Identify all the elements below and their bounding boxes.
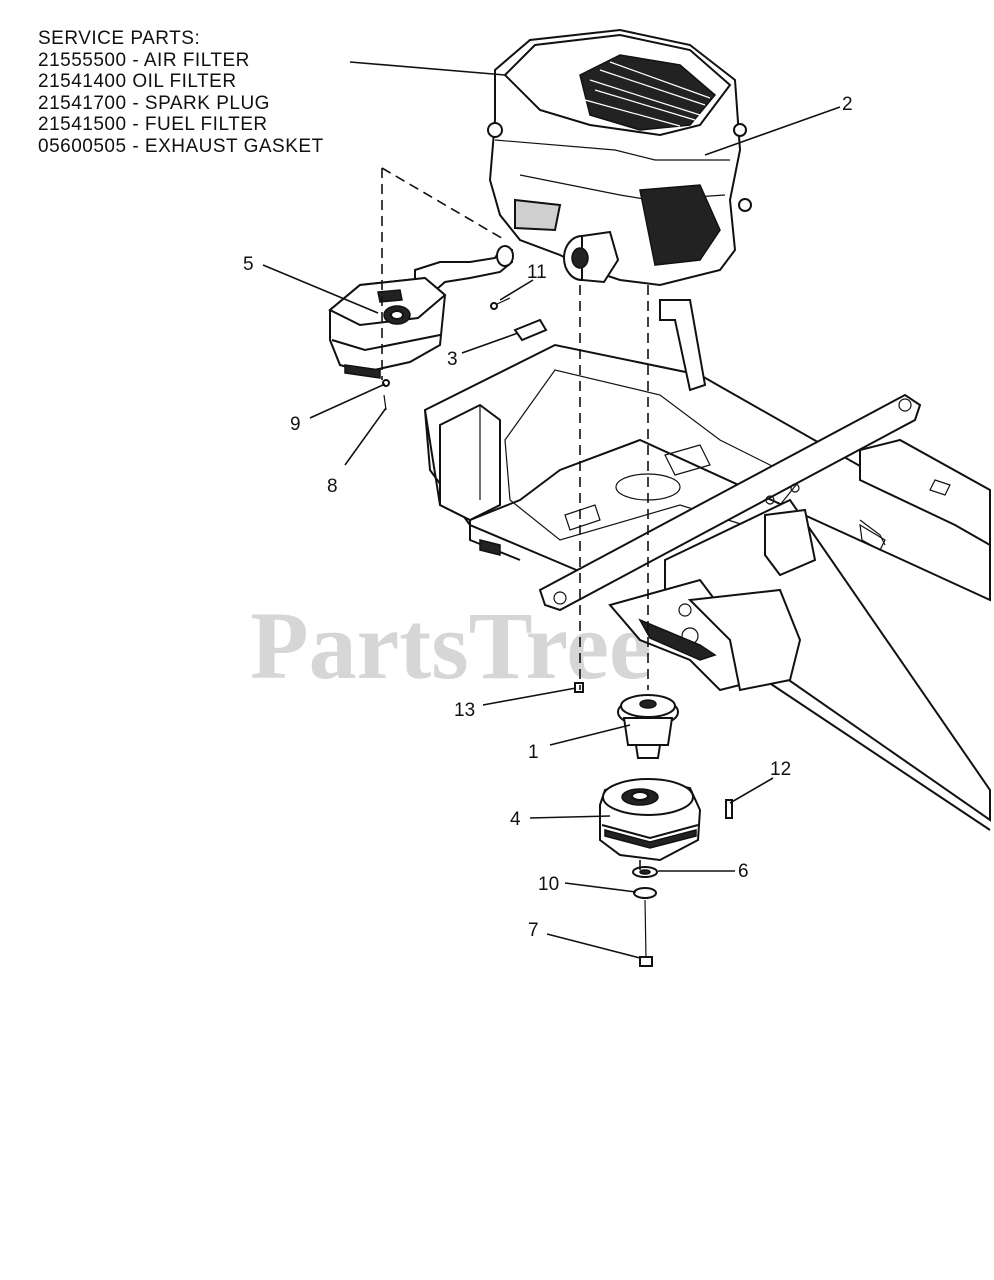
engine-pulley	[617, 694, 679, 759]
callout-10: 10	[538, 874, 559, 895]
callout-7: 7	[528, 920, 539, 941]
callout-3: 3	[447, 349, 458, 370]
service-parts-list: SERVICE PARTS: 21555500 - AIR FILTER 215…	[38, 28, 324, 157]
hardware	[382, 297, 584, 693]
callout-9: 9	[290, 414, 301, 435]
clutch-hardware	[632, 799, 733, 967]
leader-lines	[262, 61, 841, 959]
callout-13: 13	[454, 700, 475, 721]
callout-1: 1	[528, 742, 539, 763]
engine	[487, 28, 752, 287]
callout-2: 2	[842, 94, 853, 115]
watermark: PartsTree	[250, 592, 652, 699]
muffler	[328, 245, 514, 379]
callout-4: 4	[510, 809, 521, 830]
callout-6: 6	[738, 861, 749, 882]
callout-8: 8	[327, 476, 338, 497]
pto-clutch	[599, 778, 702, 862]
callout-5: 5	[243, 254, 254, 275]
service-part-fuel-filter: 21541500 - FUEL FILTER	[38, 114, 268, 135]
mower-frame	[423, 299, 991, 831]
service-parts-heading: SERVICE PARTS:	[38, 28, 201, 49]
alignment-lines	[381, 167, 649, 875]
callout-12: 12	[770, 759, 791, 780]
service-part-air-filter: 21555500 - AIR FILTER	[38, 49, 250, 71]
service-part-spark-plug: 21541700 - SPARK PLUG	[38, 92, 270, 114]
service-part-exhaust-gasket: 05600505 - EXHAUST GASKET	[38, 135, 324, 157]
callouts: 1 2 3 4 5 6 7 8 9 10 11 12 13	[243, 94, 853, 941]
callout-11: 11	[527, 262, 547, 283]
service-part-oil-filter: 21541400 OIL FILTER	[38, 71, 237, 92]
